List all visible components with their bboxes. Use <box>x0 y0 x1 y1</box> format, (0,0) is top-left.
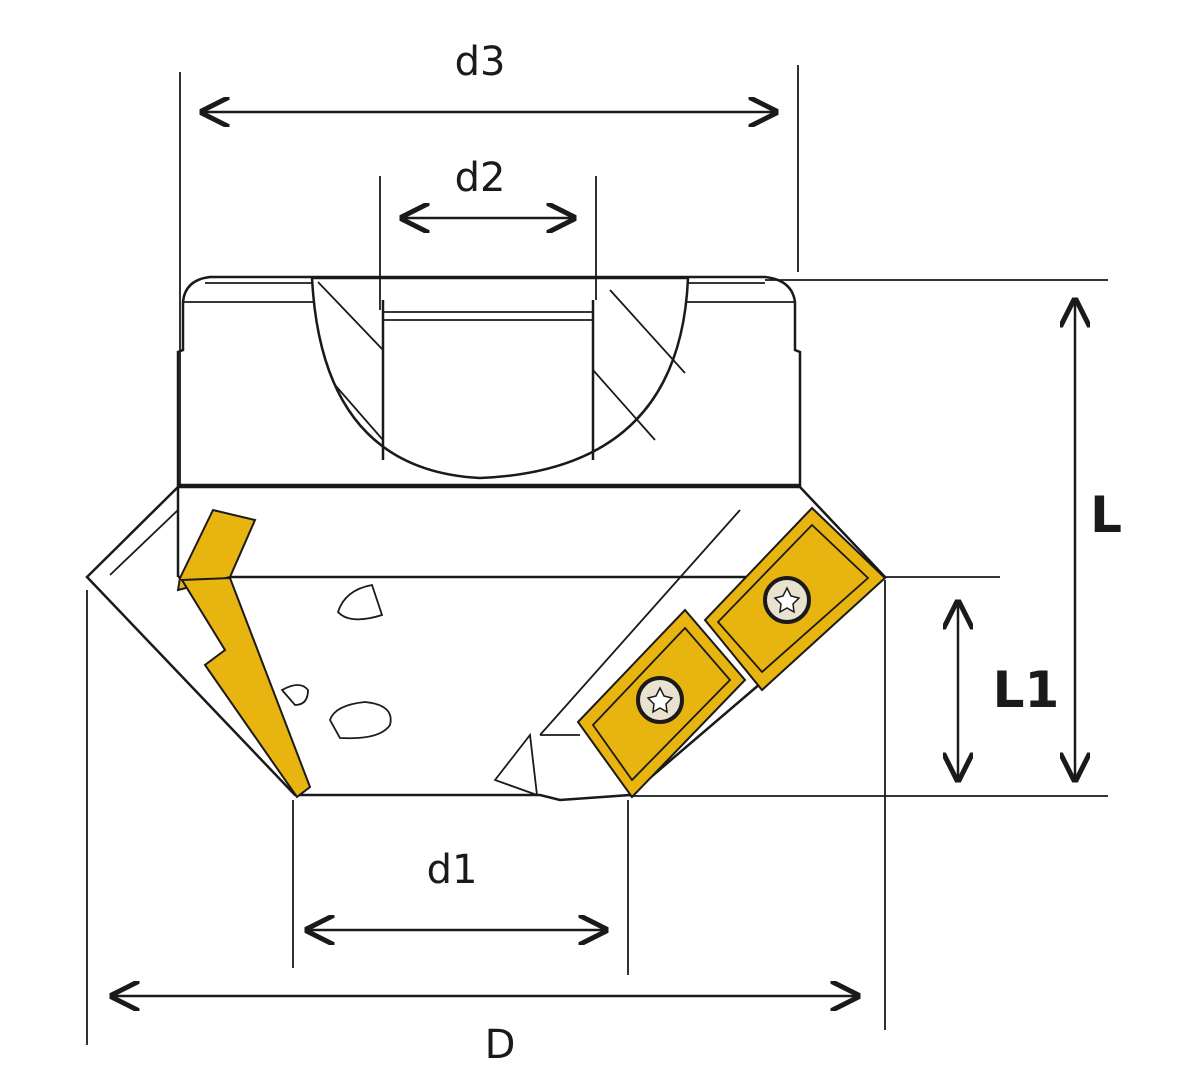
cutter-upper-body <box>176 275 802 489</box>
hatch <box>317 281 384 351</box>
right-insert-lower <box>576 608 747 799</box>
label-L1: L1 <box>992 661 1060 719</box>
coolant-hole <box>336 583 384 621</box>
dimension-L1 <box>885 576 1000 780</box>
right-insert-upper <box>703 506 887 692</box>
torx-icon <box>646 686 674 714</box>
coolant-hole <box>329 701 392 740</box>
label-L: L <box>1090 486 1122 544</box>
left-insert-strip <box>176 508 312 799</box>
dimension-d3 <box>179 65 799 485</box>
label-d2: d2 <box>454 155 506 201</box>
coolant-hole <box>280 684 309 706</box>
dimension-d1 <box>292 800 629 975</box>
label-d1: d1 <box>426 847 478 893</box>
dimension-d2 <box>379 176 597 310</box>
chip-pocket-tip <box>493 732 539 797</box>
label-D: D <box>484 1022 516 1068</box>
torx-icon <box>773 586 801 614</box>
dimension-D <box>86 580 886 1045</box>
dimension-L <box>630 279 1108 797</box>
label-d3: d3 <box>454 39 506 85</box>
